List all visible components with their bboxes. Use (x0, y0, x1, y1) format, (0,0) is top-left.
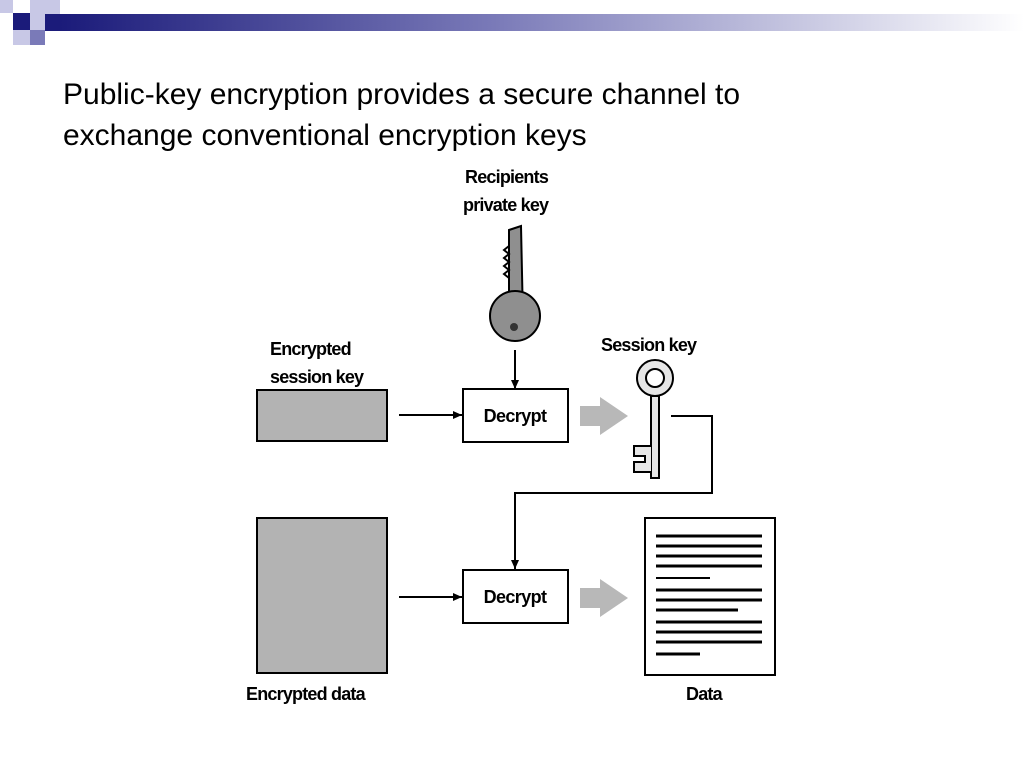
slide-title: Public-key encryption provides a secure … (63, 74, 963, 156)
header-gradient-bar (60, 14, 1024, 31)
decrypt-top-label: Decrypt (484, 406, 547, 426)
decrypt-top-box: Decrypt (462, 388, 569, 443)
light-key-icon (633, 359, 674, 479)
encrypted-session-key-label-line-2: session key (270, 367, 364, 387)
encrypted-session-key-label-line-1: Encrypted (270, 339, 351, 359)
slide-title-line-2: exchange conventional encryption keys (63, 119, 587, 152)
gray-arrow-bottom (580, 579, 628, 617)
session-key-label: Session key (601, 335, 697, 355)
dark-key-icon (489, 224, 541, 342)
encrypted-data-label: Encrypted data (246, 684, 367, 704)
decrypt-bottom-box: Decrypt (462, 569, 569, 624)
header-checker-logo (0, 0, 60, 60)
recipients-private-key-label-line-2: private key (463, 195, 549, 215)
encrypted-session-key-box (256, 389, 388, 442)
header-band (0, 0, 1024, 60)
document-icon (644, 517, 776, 676)
slide-title-line-1: Public-key encryption provides a secure … (63, 78, 741, 111)
decrypt-bottom-label: Decrypt (484, 587, 547, 607)
recipients-private-key-label-line-1: Recipients (465, 167, 549, 187)
encrypted-data-box (256, 517, 388, 674)
gray-arrow-top (580, 397, 628, 435)
data-label: Data (686, 684, 724, 704)
connector-session-key-to-decrypt (511, 415, 713, 569)
